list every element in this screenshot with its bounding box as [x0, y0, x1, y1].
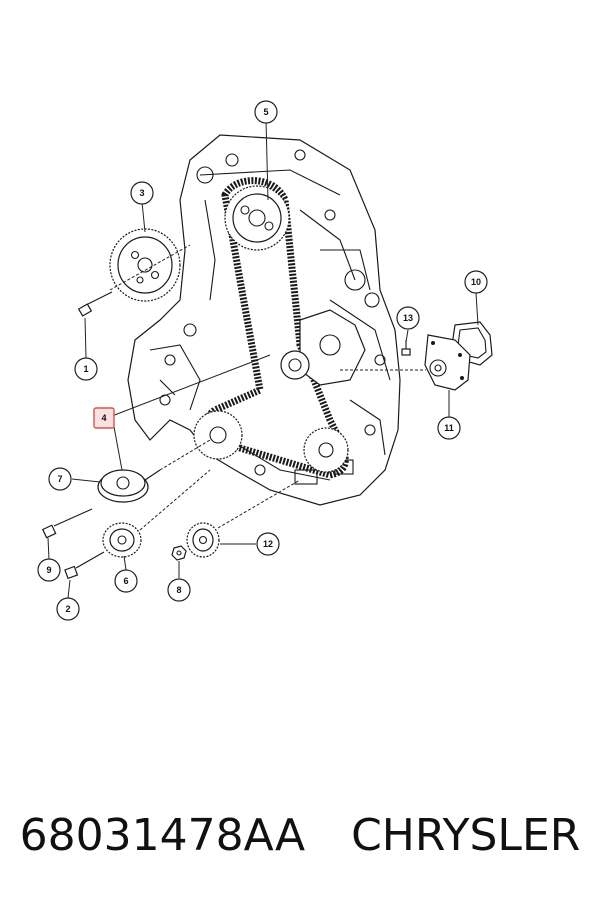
callout-bubble [114, 569, 138, 593]
callout-2: 2 [56, 597, 80, 621]
callout-number: 12 [263, 539, 273, 549]
callout-bubble [464, 270, 488, 294]
callout-number: 11 [444, 423, 454, 433]
part-caption: 68031478AA CHRYSLER [0, 800, 600, 870]
leader-lines [47, 119, 479, 599]
tensioner-bolt [41, 508, 93, 539]
callout-10: 10 [464, 270, 488, 294]
callout-number: 8 [176, 585, 181, 595]
callout-bubble [93, 407, 115, 429]
callout-3: 3 [130, 181, 154, 205]
callout-12: 12 [256, 532, 280, 556]
callout-bubble [37, 558, 61, 582]
camshaft-bolt [77, 291, 113, 317]
callout-bubble [396, 306, 420, 330]
callout-9: 9 [37, 558, 61, 582]
water-pump-cover-plate [424, 334, 471, 391]
callout-number: 5 [263, 107, 268, 117]
callout-number: 3 [139, 188, 144, 198]
callout-5: 5 [254, 100, 278, 124]
small-bolt [401, 340, 411, 356]
callout-number: 2 [65, 604, 70, 614]
callout-7: 7 [48, 467, 72, 491]
callout-number: 6 [123, 576, 128, 586]
brand-name: CHRYSLER [351, 809, 581, 861]
camshaft-sprocket [109, 228, 181, 302]
crankshaft-nut [171, 545, 187, 561]
idler-bolt [64, 551, 105, 580]
idler-pulley [102, 522, 142, 558]
callout-bubble [48, 467, 72, 491]
callout-11: 11 [437, 416, 461, 440]
crankshaft-sprocket-installed [193, 410, 349, 473]
callout-number: 13 [403, 313, 413, 323]
camshaft-sprocket-upper [224, 185, 290, 251]
callout-number: 10 [471, 277, 481, 287]
callout-number: 1 [83, 364, 88, 374]
crankshaft-sprocket [186, 522, 220, 558]
callout-number: 9 [46, 565, 51, 575]
callout-bubble [130, 181, 154, 205]
callout-bubble [254, 100, 278, 124]
callout-bubble [256, 532, 280, 556]
callout-13: 13 [396, 306, 420, 330]
callout-bubble [56, 597, 80, 621]
callout-number: 7 [57, 474, 62, 484]
callout-6: 6 [114, 569, 138, 593]
belt-tensioner [97, 469, 161, 503]
callout-number: 4 [101, 413, 106, 423]
water-pump-assembly [280, 309, 366, 386]
part-number: 68031478AA [19, 809, 306, 861]
callout-bubble [437, 416, 461, 440]
callout-1: 1 [74, 357, 98, 381]
callout-4: 4 [93, 407, 115, 429]
callout-bubble [167, 578, 191, 602]
callout-8: 8 [167, 578, 191, 602]
callout-bubble [74, 357, 98, 381]
